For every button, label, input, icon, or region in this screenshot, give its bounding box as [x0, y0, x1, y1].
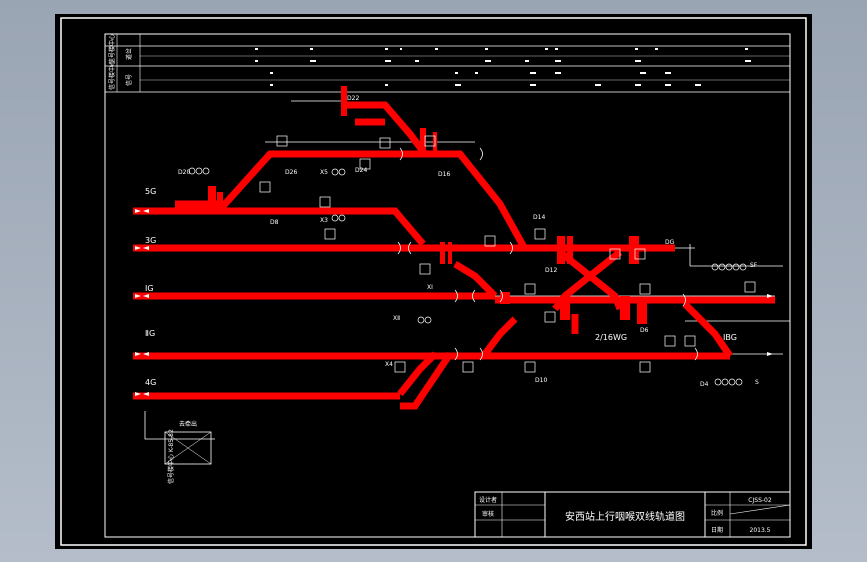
shunting-box-label: 去牵出	[179, 420, 197, 428]
signal-d24: D24	[355, 167, 367, 174]
signal-d16: D16	[438, 171, 450, 178]
signal-d4: D4	[700, 381, 709, 388]
track-end-markers	[135, 209, 773, 396]
drawing-title: 安西站上行咽喉双线轨道图	[565, 510, 685, 523]
signal-s: S	[755, 379, 759, 386]
drawing-number: CJSS-02	[748, 497, 772, 504]
signal-d20: D20	[178, 169, 190, 176]
red-routes	[133, 101, 775, 410]
red-markers	[208, 86, 647, 324]
signal-x5: X5	[320, 169, 328, 176]
date-label: 日期	[711, 526, 723, 534]
row-label-review: 审核	[482, 510, 494, 518]
track-label-1g: ⅠG	[145, 284, 154, 293]
track-label-5g: 5G	[145, 187, 156, 196]
signal-d14: D14	[533, 214, 545, 221]
signal-d10: D10	[535, 377, 547, 384]
signal-d6: D6	[640, 327, 649, 334]
signal-d8: D8	[270, 219, 279, 226]
header-row1-label: 信号楼中心	[108, 34, 116, 64]
track-label-4g: 4G	[145, 378, 156, 387]
header-row2-sub: 信号	[125, 74, 133, 86]
track-label-1bg: ⅠBG	[723, 333, 737, 342]
track-label-2g: ⅡG	[145, 329, 155, 338]
date-value: 2013.5	[750, 527, 771, 534]
outer-border	[60, 17, 807, 546]
header-ticks	[255, 48, 751, 86]
header-row1-sub: 道岔	[125, 48, 133, 60]
header-row2-label: 信号楼中心	[108, 60, 116, 90]
scale-label: 比例	[711, 509, 723, 517]
turnout-arcs	[397, 147, 698, 361]
shunting-box-caption: 信号楼中心 K-85-82	[167, 429, 175, 484]
signal-lights	[188, 167, 747, 386]
signal-d26: D26	[285, 169, 297, 176]
signal-xii: XⅡ	[393, 315, 400, 322]
signal-d12: D12	[545, 267, 557, 274]
shunting-box: 去牵出 信号楼中心 K-85-82	[164, 420, 212, 484]
signal-sf: SF	[750, 262, 758, 269]
track-layout-diagram: 去牵出 信号楼中心 K-85-82 设计者 审核 安西站上行咽喉双线轨道图 CJ…	[60, 17, 807, 546]
track-label-2-16wg: 2/16WG	[595, 333, 627, 342]
signal-d22: D22	[347, 95, 359, 102]
inner-border	[104, 33, 791, 538]
signal-x4: X4	[385, 361, 393, 368]
signal-xi: XⅠ	[427, 284, 433, 291]
signal-boxes	[259, 135, 756, 373]
drawing-sheet: 去牵出 信号楼中心 K-85-82 设计者 审核 安西站上行咽喉双线轨道图 CJ…	[55, 14, 812, 549]
signal-x3: X3	[320, 217, 328, 224]
row-label-designer: 设计者	[479, 496, 497, 504]
signal-dg: DG	[665, 239, 675, 246]
title-block: 设计者 审核 安西站上行咽喉双线轨道图 CJSS-02 比例 日期 2013.5	[474, 491, 791, 538]
track-label-3g: 3G	[145, 236, 156, 245]
header-table	[105, 34, 790, 93]
